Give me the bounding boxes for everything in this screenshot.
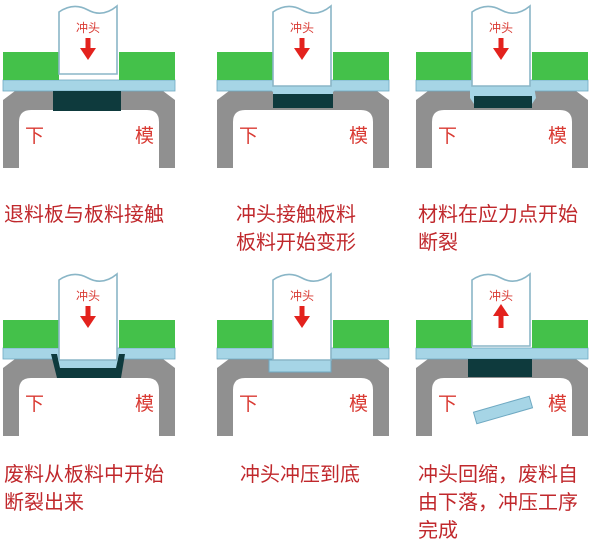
die-label-right: 模 <box>548 393 567 415</box>
punch-label: 冲头 <box>76 288 100 303</box>
stripper-plate-left <box>3 320 59 348</box>
stripper-plate-left <box>217 52 273 80</box>
die-inner-edge <box>435 381 569 436</box>
die-inner-edge <box>22 113 156 168</box>
slug <box>53 91 121 111</box>
stripper-plate-left <box>416 320 472 348</box>
down-arrow-icon <box>80 316 96 328</box>
arrow-shaft <box>299 306 305 318</box>
step-panel-4: 冲头下 模 <box>2 272 176 436</box>
step-caption-2: 冲头接触板料板料开始变形 <box>236 200 356 256</box>
arrow-shaft <box>498 316 504 328</box>
step-caption-6: 冲头回缩，废料自由下落，冲压工序完成 <box>418 460 578 544</box>
slug <box>268 359 332 373</box>
step-panel-1: 冲头下 模 <box>2 4 176 168</box>
caption-line: 材料在应力点开始 <box>418 202 578 226</box>
punch-label: 冲头 <box>489 288 513 303</box>
caption-line: 断裂 <box>418 230 458 254</box>
die-label-right: 模 <box>135 393 154 415</box>
slug <box>474 96 532 108</box>
caption-line: 完成 <box>418 518 458 542</box>
falling-slug <box>472 395 534 425</box>
step-panel-2: 冲头下 模 <box>216 4 390 168</box>
stripper-plate-right <box>532 52 588 80</box>
step-caption-1: 退料板与板料接触 <box>4 200 164 228</box>
die-inner-edge <box>236 113 370 168</box>
stripper-plate-right <box>119 52 175 80</box>
caption-line: 由下落，冲压工序 <box>418 490 578 514</box>
down-arrow-icon <box>493 48 509 60</box>
stripper-plate-right <box>119 320 175 348</box>
die-label-right: 模 <box>349 125 368 147</box>
stripper-plate-left <box>416 52 472 80</box>
sheet-metal <box>415 347 589 360</box>
die-label-left: 下 <box>25 393 44 415</box>
caption-line: 废料从板料中开始 <box>4 462 164 486</box>
die-label-right: 模 <box>135 125 154 147</box>
punch-label: 冲头 <box>76 20 100 35</box>
stripper-plate-right <box>532 320 588 348</box>
step-panel-3: 冲头下 模 <box>415 4 589 168</box>
die-label-right: 模 <box>548 125 567 147</box>
stripper-plate-right <box>333 52 389 80</box>
punch-label: 冲头 <box>290 288 314 303</box>
die-label-right: 模 <box>349 393 368 415</box>
caption-line: 断裂出来 <box>4 490 84 514</box>
punch-label: 冲头 <box>489 20 513 35</box>
die-label-left: 下 <box>438 125 457 147</box>
caption-line: 冲头冲压到底 <box>240 462 360 486</box>
caption-line: 板料开始变形 <box>236 230 356 254</box>
caption-line: 冲头回缩，废料自 <box>418 462 578 486</box>
sheet-metal <box>2 79 176 92</box>
die-inner-edge <box>435 113 569 168</box>
hole-edge <box>468 359 532 377</box>
arrow-shaft <box>299 38 305 50</box>
die-label-left: 下 <box>239 393 258 415</box>
step-caption-3: 材料在应力点开始断裂 <box>418 200 578 256</box>
down-arrow-icon <box>80 48 96 60</box>
die-inner-edge <box>236 381 370 436</box>
stripper-plate-right <box>333 320 389 348</box>
arrow-shaft <box>85 306 91 318</box>
caption-line: 冲头接触板料 <box>236 202 356 226</box>
lower-die <box>217 359 389 436</box>
down-arrow-icon <box>294 48 310 60</box>
punch-label: 冲头 <box>290 20 314 35</box>
slug <box>273 94 333 108</box>
step-panel-6: 冲头下 模 <box>415 272 589 436</box>
step-caption-5: 冲头冲压到底 <box>240 460 360 488</box>
arrow-shaft <box>85 38 91 50</box>
step-caption-4: 废料从板料中开始断裂出来 <box>4 460 164 516</box>
die-label-left: 下 <box>25 125 44 147</box>
stripper-plate-left <box>3 52 59 80</box>
up-arrow-icon <box>493 304 509 316</box>
die-label-left: 下 <box>239 125 258 147</box>
caption-line: 退料板与板料接触 <box>4 202 164 226</box>
die-inner-edge <box>22 381 156 436</box>
step-panel-5: 冲头下 模 <box>216 272 390 436</box>
die-label-left: 下 <box>438 393 457 415</box>
stripper-plate-left <box>217 320 273 348</box>
arrow-shaft <box>498 38 504 50</box>
down-arrow-icon <box>294 316 310 328</box>
